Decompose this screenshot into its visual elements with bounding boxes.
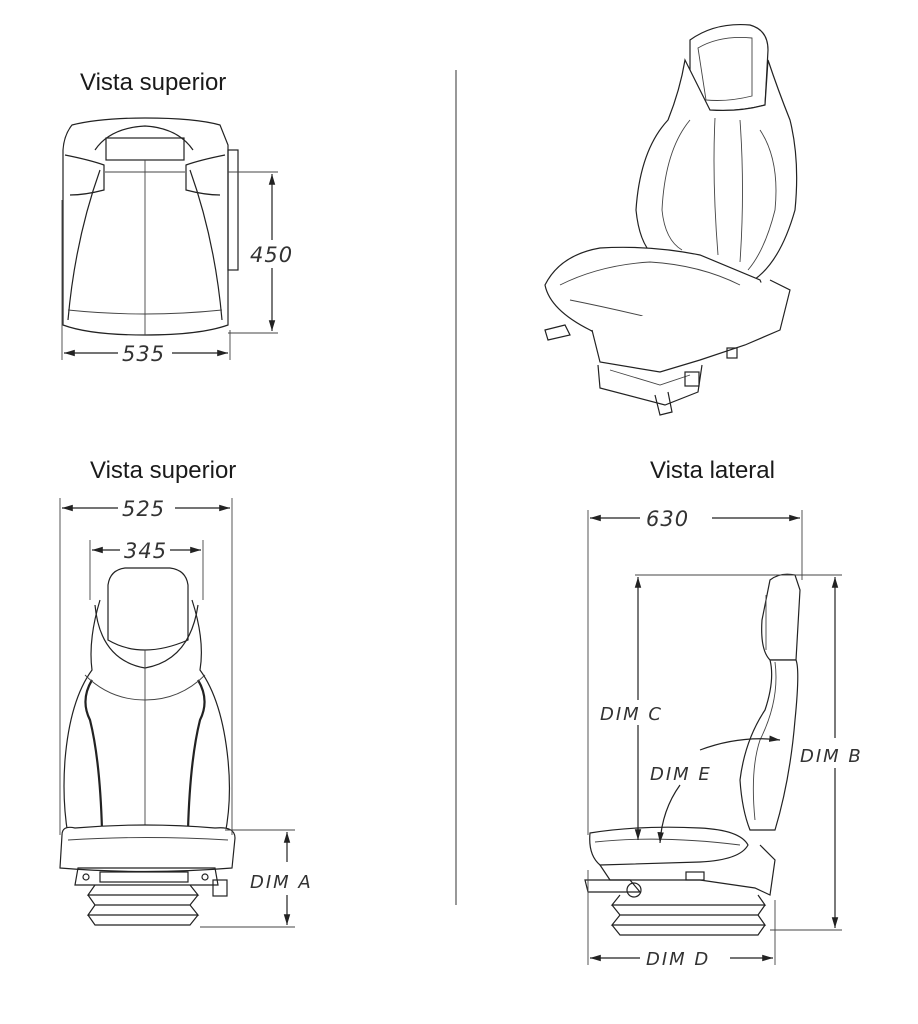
seat-front-view bbox=[59, 567, 236, 926]
dim-d: DIM D bbox=[587, 870, 776, 970]
dim-b-label: DIM B bbox=[800, 746, 863, 767]
dim-345: 345 bbox=[89, 539, 204, 600]
dim-c: DIM C bbox=[600, 577, 663, 840]
dim-c-label: DIM C bbox=[600, 704, 663, 725]
dim-d-label: DIM D bbox=[646, 949, 710, 970]
title-top-left: Vista superior bbox=[80, 69, 226, 96]
dim-a-label: DIM A bbox=[250, 872, 313, 893]
dim-a: DIM A bbox=[200, 829, 313, 928]
dim-535: 535 bbox=[61, 330, 231, 366]
dim-345-label: 345 bbox=[124, 539, 167, 563]
title-bottom-left: Vista superior bbox=[90, 457, 236, 484]
seat-top-view bbox=[61, 117, 239, 336]
seat-isometric-view bbox=[544, 23, 798, 416]
dim-525-label: 525 bbox=[122, 497, 165, 521]
dim-b: DIM B bbox=[635, 574, 863, 931]
dim-450-label: 450 bbox=[250, 243, 293, 267]
title-bottom-right: Vista lateral bbox=[650, 457, 775, 484]
seat-side-view bbox=[584, 573, 801, 936]
dim-630: 630 bbox=[587, 507, 803, 835]
dim-535-label: 535 bbox=[122, 342, 165, 366]
dim-450: 450 bbox=[228, 171, 293, 334]
dim-e-label: DIM E bbox=[650, 764, 712, 785]
dim-e: DIM E bbox=[650, 735, 781, 844]
dim-630-label: 630 bbox=[646, 507, 689, 531]
dim-525: 525 bbox=[59, 497, 233, 835]
